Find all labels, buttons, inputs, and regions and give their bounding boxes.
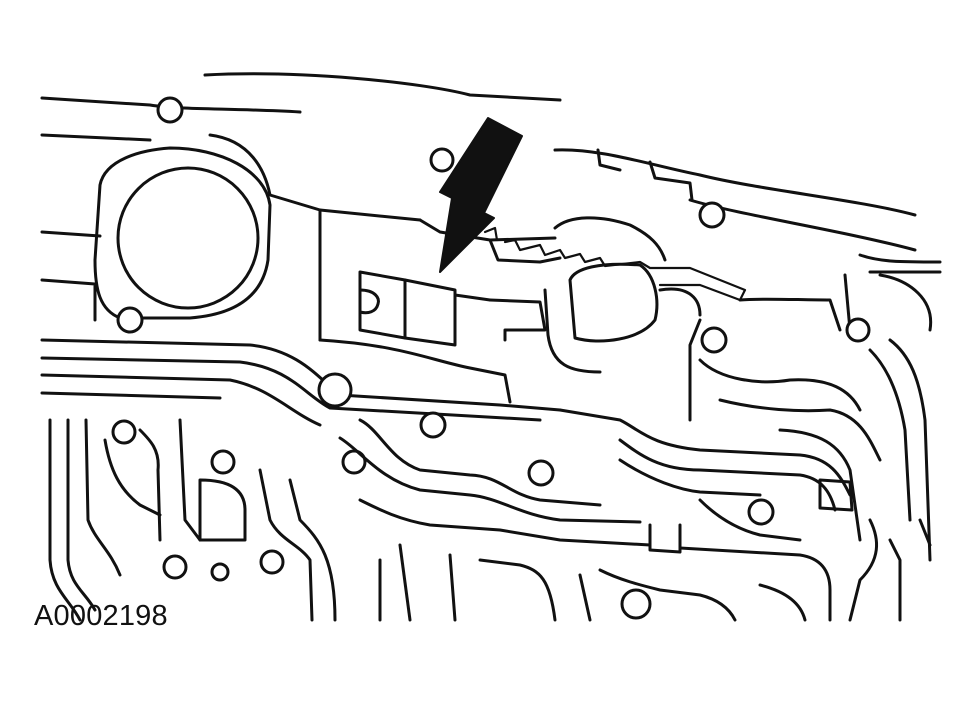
bolt-hole bbox=[429, 147, 455, 173]
retaining-clip bbox=[358, 270, 492, 347]
bolt-hole bbox=[341, 449, 367, 475]
bolt-hole bbox=[620, 588, 652, 620]
bore-hole bbox=[116, 166, 260, 310]
bolt-hole bbox=[747, 498, 775, 526]
bolt-hole bbox=[162, 554, 188, 580]
bolt-hole bbox=[156, 96, 184, 124]
bolt-hole bbox=[317, 372, 353, 408]
bolt-hole bbox=[111, 419, 137, 445]
bolt-hole bbox=[210, 449, 236, 475]
detent-spring bbox=[483, 226, 747, 302]
bore-flange bbox=[93, 96, 726, 334]
bolt-hole bbox=[259, 549, 285, 575]
passage-network bbox=[40, 338, 932, 622]
bolt-hole bbox=[845, 317, 871, 343]
housing-outline bbox=[40, 72, 942, 322]
bolt-hole bbox=[698, 201, 726, 229]
bolt-hole bbox=[419, 411, 447, 439]
bolt-hole bbox=[116, 306, 144, 334]
bolt-hole bbox=[527, 459, 555, 487]
bolt-hole bbox=[700, 326, 728, 354]
bolt-hole bbox=[210, 562, 230, 582]
figure-code: A0002198 bbox=[34, 600, 168, 632]
arrow-down-left-icon bbox=[439, 117, 523, 273]
